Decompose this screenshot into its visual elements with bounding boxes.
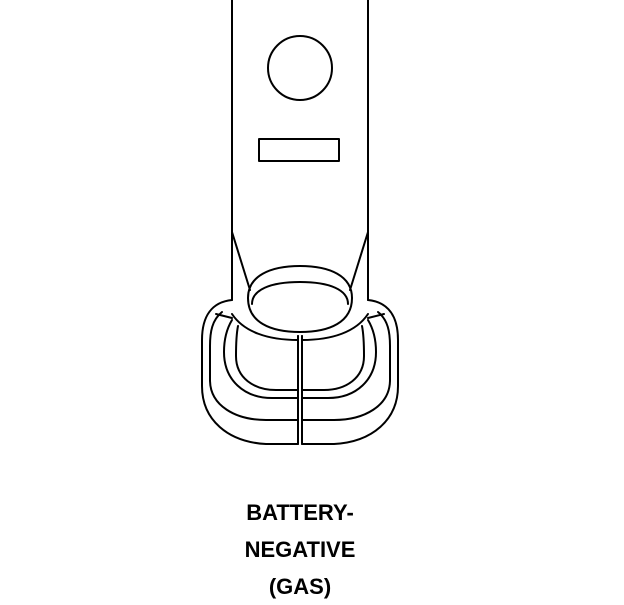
clamp-body-right-inner bbox=[301, 319, 377, 399]
clamp-body-left-core bbox=[235, 325, 299, 391]
terminal-strap-outline bbox=[231, 0, 369, 301]
part-caption: BATTERY- NEGATIVE (GAS) bbox=[0, 494, 600, 605]
collar-tick-left bbox=[215, 313, 233, 319]
battery-terminal-drawing bbox=[201, 0, 399, 445]
collar-tick-right bbox=[367, 313, 385, 319]
clamp-body-left-mid bbox=[209, 311, 299, 421]
clamp-opening-top bbox=[247, 265, 353, 299]
caption-line-3: (GAS) bbox=[268, 574, 332, 599]
clamp-body-left-outer bbox=[201, 299, 299, 445]
clamp-opening-bottom bbox=[247, 297, 353, 333]
caption-line-1: BATTERY- bbox=[246, 500, 354, 525]
terminal-svg bbox=[201, 0, 399, 445]
strap-bevel-right bbox=[349, 231, 369, 291]
clamp-body-right-outer bbox=[301, 299, 399, 445]
clamp-body-right-core bbox=[301, 325, 365, 391]
clamp-opening-inner bbox=[251, 281, 349, 305]
clamp-collar-right bbox=[301, 313, 369, 341]
caption-line-2: NEGATIVE bbox=[244, 537, 356, 562]
strap-bevel-left bbox=[231, 231, 251, 291]
mounting-hole bbox=[267, 35, 333, 101]
rectangular-slot bbox=[258, 138, 340, 162]
clamp-body-left-inner bbox=[223, 319, 299, 399]
clamp-body-right-mid bbox=[301, 311, 391, 421]
clamp-collar-left bbox=[231, 313, 299, 341]
